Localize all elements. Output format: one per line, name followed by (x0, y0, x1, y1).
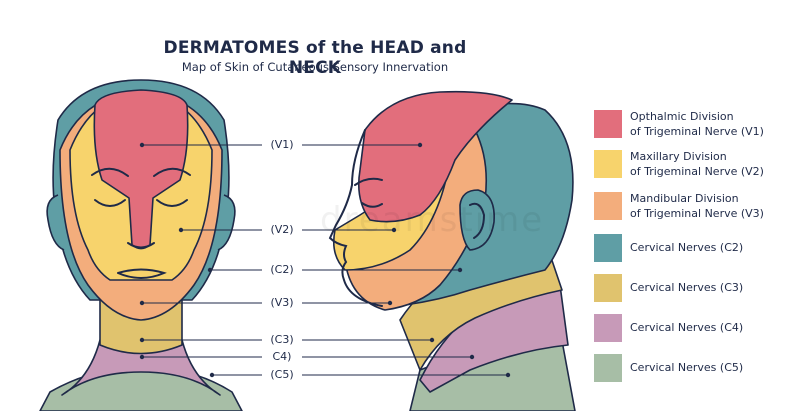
diagram-title: DERMATOMES of the HEAD and NECK (163, 38, 467, 78)
side-v1-region (357, 90, 513, 223)
label-v3: (V3) (270, 296, 294, 309)
label-v1: (V1) (270, 138, 294, 151)
legend-v3-line2: of Trigeminal Nerve (V3) (630, 207, 764, 220)
pointer-dots (139, 142, 511, 378)
legend-v2-line1: Maxillary Division (630, 150, 727, 163)
front-right-ear (217, 194, 236, 251)
front-c4-region (61, 339, 221, 396)
side-ear-inner (469, 202, 486, 239)
label-c4: C4) (272, 350, 292, 363)
legend-swatch-c3 (594, 274, 622, 302)
legend-v1-line2: of Trigeminal Nerve (V1) (630, 125, 764, 138)
legend-swatch-v1 (594, 110, 622, 138)
legend-v3-line1: Mandibular Division (630, 192, 739, 205)
front-left-brow (91, 167, 129, 177)
legend-swatch-v2 (594, 150, 622, 178)
side-brow (354, 177, 383, 186)
front-right-eyelid (156, 199, 188, 207)
legend-swatch-c4 (594, 314, 622, 342)
side-view-head (332, 90, 576, 411)
front-left-ear (46, 194, 65, 251)
legend-c4-label: Cervical Nerves (C4) (630, 321, 744, 334)
front-mouth (117, 268, 167, 279)
label-c3: (C3) (270, 333, 294, 346)
label-c5: (C5) (270, 368, 294, 381)
front-v1-region (93, 89, 189, 250)
side-profile-line (328, 129, 383, 307)
legend-c5-label: Cervical Nerves (C5) (630, 361, 744, 374)
pointer-lines (142, 144, 508, 376)
watermark: dreamstime (320, 200, 545, 240)
legend-swatch-c2 (594, 234, 622, 262)
side-eyelid (361, 202, 383, 208)
front-face-features (91, 167, 191, 279)
diagram-subtitle: Map of Skin of Cutaneous Sensory Innerva… (181, 60, 449, 74)
side-face-features (328, 129, 486, 307)
legend-c3-label: Cervical Nerves (C3) (630, 281, 744, 294)
side-ear (459, 189, 495, 251)
front-nose-base (127, 242, 155, 249)
legend-v2-line2: of Trigeminal Nerve (V2) (630, 165, 764, 178)
front-view-head (39, 79, 243, 411)
legend-c2-label: Cervical Nerves (C2) (630, 241, 744, 254)
label-c2: (C2) (270, 263, 294, 276)
front-right-brow (153, 167, 191, 177)
legend-v1-line1: Opthalmic Division (630, 110, 734, 123)
legend-swatch-c5 (594, 354, 622, 382)
label-v2: (V2) (270, 223, 294, 236)
legend-swatch-v3 (594, 192, 622, 220)
front-left-eyelid (94, 199, 126, 207)
